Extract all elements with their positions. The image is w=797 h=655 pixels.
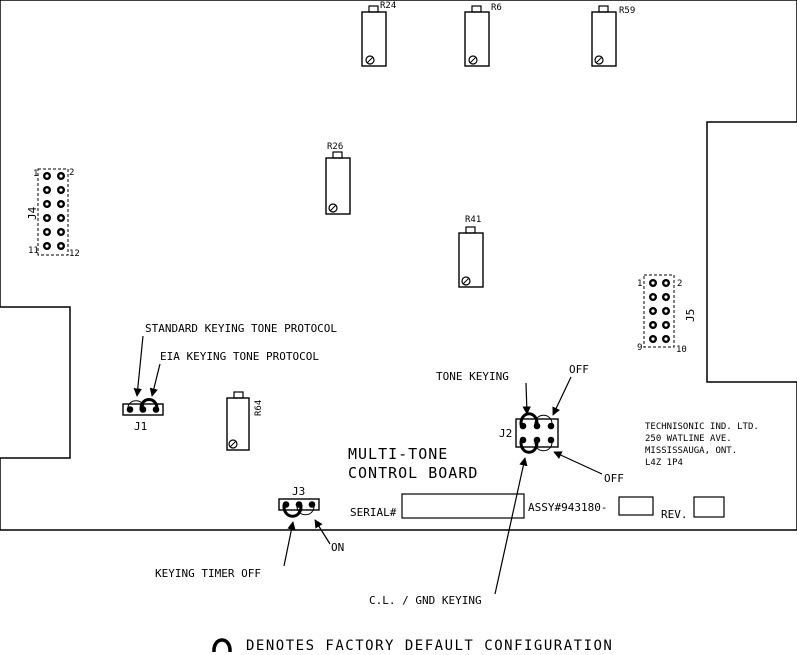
assy-label: ASSY#943180- xyxy=(528,501,607,514)
j5-pin-10-label: 10 xyxy=(676,345,687,355)
j4-label: J4 xyxy=(26,206,39,220)
trimpot-label-r41: R41 xyxy=(465,215,481,225)
legend-text: DENOTES FACTORY DEFAULT CONFIGURATION xyxy=(246,638,613,654)
j4-pin-11-label: 11 xyxy=(28,246,39,256)
j5-label: J5 xyxy=(684,309,697,322)
company-line-4: L4Z 1P4 xyxy=(645,458,683,468)
board-outline xyxy=(0,0,797,531)
board-title-line2: CONTROL BOARD xyxy=(348,464,478,482)
j5-pin-2-label: 2 xyxy=(677,279,682,289)
trimpot-r59: R59 xyxy=(591,5,635,67)
board-title-line1: MULTI-TONE xyxy=(348,445,448,463)
rev-label: REV. xyxy=(661,508,688,521)
j3-callout-timer-off: KEYING TIMER OFF xyxy=(155,567,261,580)
assy-suffix-box xyxy=(618,496,654,516)
j2-label: J2 xyxy=(499,427,512,440)
legend: DENOTES FACTORY DEFAULT CONFIGURATION xyxy=(212,638,613,654)
trimpot-label-r59: R59 xyxy=(619,6,635,16)
header-j4: 1 2 11 12 J4 xyxy=(26,168,80,259)
j1-default-shunt xyxy=(139,398,159,411)
j4-pin-12-label: 12 xyxy=(69,249,80,259)
j1-label: J1 xyxy=(134,420,147,433)
j3-label: J3 xyxy=(292,485,305,498)
j4-pin-2-label: 2 xyxy=(69,168,74,178)
default-shunt-icon xyxy=(212,638,232,653)
company-address: TECHNISONIC IND. LTD. 250 WATLINE AVE. M… xyxy=(645,422,759,468)
j3-default-shunt xyxy=(282,504,303,518)
trimpot-r6: R6 xyxy=(464,3,502,67)
trimpot-r41: R41 xyxy=(458,215,484,288)
trimpot-label-r6: R6 xyxy=(491,3,502,13)
serial-number-box xyxy=(401,493,525,519)
company-line-2: 250 WATLINE AVE. xyxy=(645,434,732,444)
j1-alt-shunt xyxy=(127,400,145,410)
j2-callout-cl: C.L. / GND KEYING xyxy=(369,594,482,607)
jumper-j3: J3 KEYING TIMER OFF ON xyxy=(155,485,344,580)
trimpot-r64: R64 xyxy=(226,391,264,451)
jumper-j2: J2 TONE KEYING OFF OFF C.L. / GND KEYING xyxy=(369,363,624,607)
trimpot-r24: R24 xyxy=(361,1,396,67)
jumper-j1: J1 STANDARD KEYING TONE PROTOCOL EIA KEY… xyxy=(122,322,337,433)
j5-pin-9-label: 9 xyxy=(637,343,642,353)
trimpot-label-r26: R26 xyxy=(327,142,343,152)
j1-callout-standard: STANDARD KEYING TONE PROTOCOL xyxy=(145,322,337,335)
j1-callout-eia: EIA KEYING TONE PROTOCOL xyxy=(160,350,319,363)
revision-box xyxy=(693,496,725,518)
header-j5: 1 2 9 10 J5 xyxy=(637,274,697,355)
trimpot-label-r64: R64 xyxy=(254,400,264,416)
trimpot-r26: R26 xyxy=(325,142,351,215)
j4-pin-1-label: 1 xyxy=(33,169,38,179)
j2-callout-off-top: OFF xyxy=(569,363,589,376)
j2-callout-off-bottom: OFF xyxy=(604,472,624,485)
j3-callout-on: ON xyxy=(331,541,344,554)
j2-callout-tone: TONE KEYING xyxy=(436,370,509,383)
company-line-1: TECHNISONIC IND. LTD. xyxy=(645,422,759,432)
serial-label: SERIAL# xyxy=(350,506,397,519)
trimpot-label-r24: R24 xyxy=(380,1,396,11)
j5-pin-1-label: 1 xyxy=(637,279,642,289)
company-line-3: MISSISSAUGA, ONT. xyxy=(645,446,737,456)
